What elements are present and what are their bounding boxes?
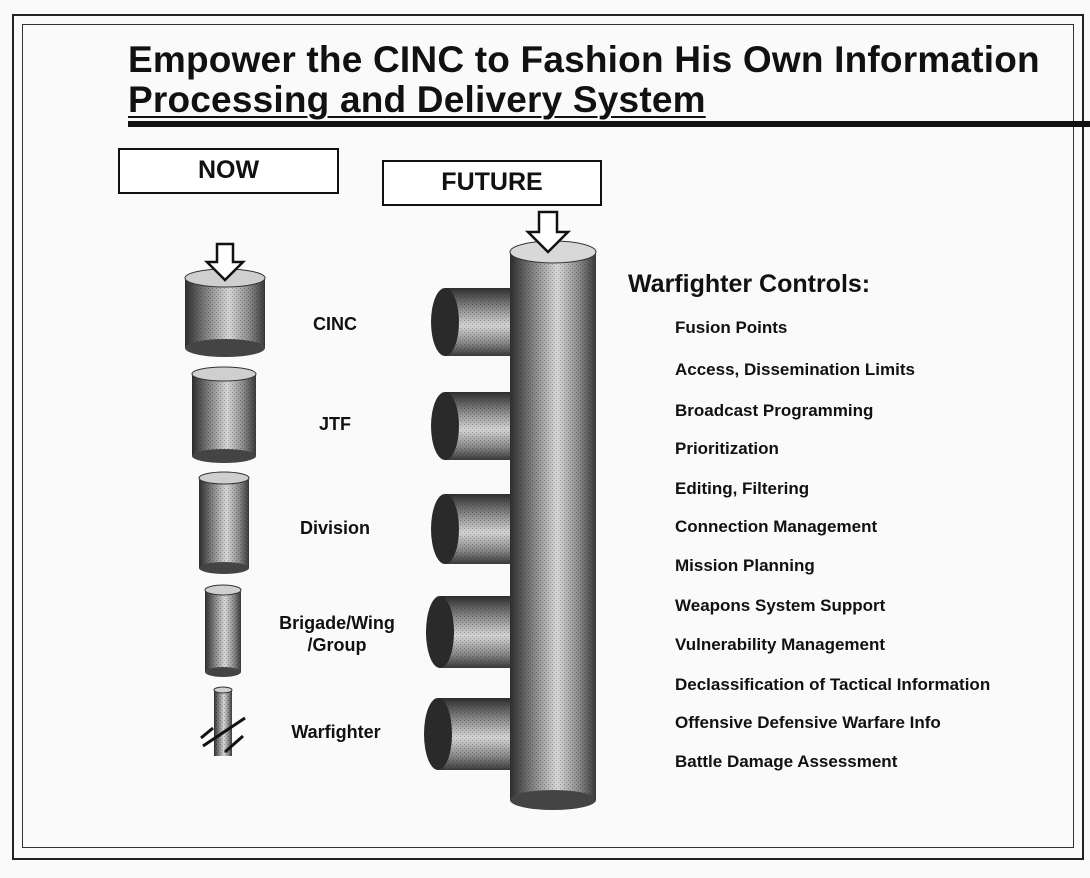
now-segment-warfighter (200, 686, 246, 756)
now-segment-division (198, 471, 250, 574)
control-item: Declassification of Tactical Information (675, 675, 991, 694)
control-item: Broadcast Programming (675, 401, 874, 420)
future-input-arrow-icon (524, 210, 572, 254)
control-item: Connection Management (675, 517, 878, 536)
level-label-cinc: CINC (313, 314, 357, 334)
title-line-1: Empower the CINC to Fashion His Own Info… (128, 39, 1040, 80)
title-rule (128, 121, 1090, 127)
level-label-jtf: JTF (318, 414, 351, 434)
control-item: Battle Damage Assessment (675, 752, 898, 771)
now-header: NOW (118, 148, 339, 194)
controls-title: Warfighter Controls: (628, 270, 871, 298)
control-item: Prioritization (675, 439, 779, 458)
future-pipe (424, 210, 597, 810)
level-label-brigade: Brigade/Wing /Group (279, 613, 395, 655)
now-stack (184, 242, 266, 756)
control-item: Offensive Defensive Warfare Info (675, 713, 941, 732)
now-segment-jtf (191, 366, 257, 463)
now-input-arrow-icon (203, 242, 247, 282)
level-label-warfighter: Warfighter (291, 722, 381, 742)
slide-title: Empower the CINC to Fashion His Own Info… (128, 40, 1040, 120)
control-item: Access, Dissemination Limits (675, 360, 915, 379)
level-label-division: Division (299, 518, 370, 538)
control-item: Vulnerability Management (675, 635, 886, 654)
future-header: FUTURE (382, 160, 602, 206)
now-segment-cinc (184, 268, 266, 357)
control-item: Fusion Points (675, 318, 788, 337)
inner-frame (22, 24, 1074, 848)
future-main-pipe (509, 240, 597, 810)
control-item: Weapons System Support (675, 596, 886, 615)
now-segment-brigade (204, 584, 242, 677)
title-line-2: Processing and Delivery System (128, 79, 706, 120)
control-item: Mission Planning (675, 556, 815, 575)
control-item: Editing, Filtering (675, 479, 810, 498)
outer-frame (12, 14, 1084, 860)
